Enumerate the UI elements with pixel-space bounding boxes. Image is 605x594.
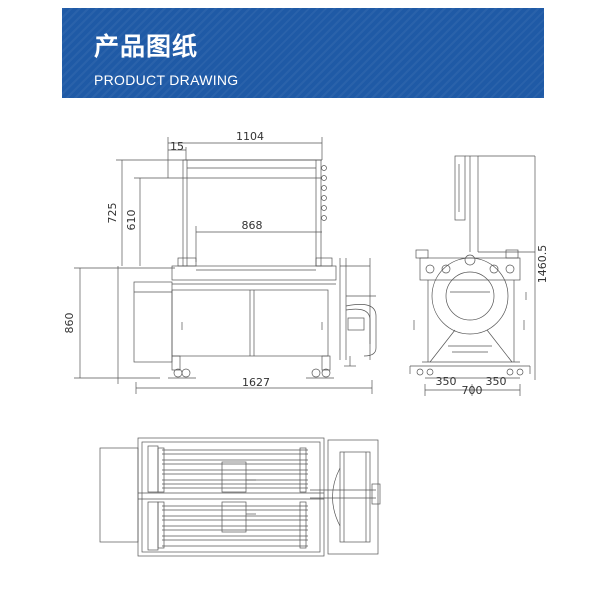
front-view bbox=[74, 137, 377, 394]
dim-overall-width: 1104 bbox=[236, 130, 264, 143]
dim-side-width: 700 bbox=[462, 384, 483, 397]
dim-table-height: 860 bbox=[63, 313, 76, 334]
page-title: 产品图纸 bbox=[94, 32, 199, 61]
dim-half-right: 350 bbox=[486, 375, 507, 388]
dim-half-left: 350 bbox=[436, 375, 457, 388]
dim-total-height: 1460.5 bbox=[536, 245, 549, 284]
dim-inner-height: 610 bbox=[125, 210, 138, 231]
side-view bbox=[409, 155, 536, 396]
top-view bbox=[99, 437, 381, 557]
dim-arch-height: 725 bbox=[106, 203, 119, 224]
dim-total-length: 1627 bbox=[242, 376, 270, 389]
dim-offset: 15 bbox=[170, 140, 184, 153]
dim-inner-width: 868 bbox=[242, 219, 263, 232]
page-subtitle: PRODUCT DRAWING bbox=[94, 72, 239, 88]
header-banner: 产品图纸 PRODUCT DRAWING bbox=[62, 8, 544, 98]
